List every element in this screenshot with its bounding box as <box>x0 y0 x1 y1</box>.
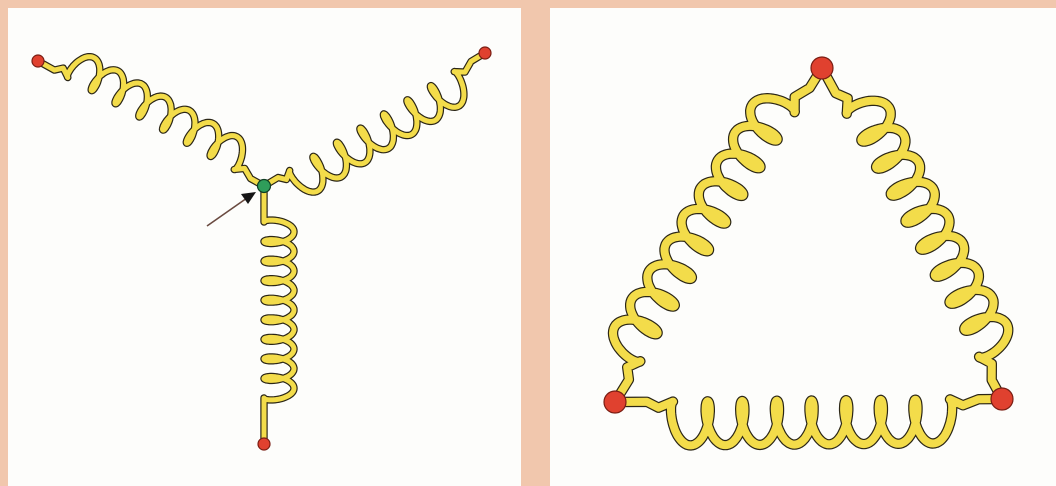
star-neutral-point <box>258 180 271 193</box>
delta-terminal-right <box>991 388 1013 410</box>
star-terminal-left <box>32 55 44 67</box>
star-terminal-right <box>479 47 491 59</box>
delta-terminal-top <box>811 57 833 79</box>
star-terminal-bottom <box>258 438 270 450</box>
delta-terminal-left <box>604 391 626 413</box>
delta-panel <box>550 8 1056 486</box>
